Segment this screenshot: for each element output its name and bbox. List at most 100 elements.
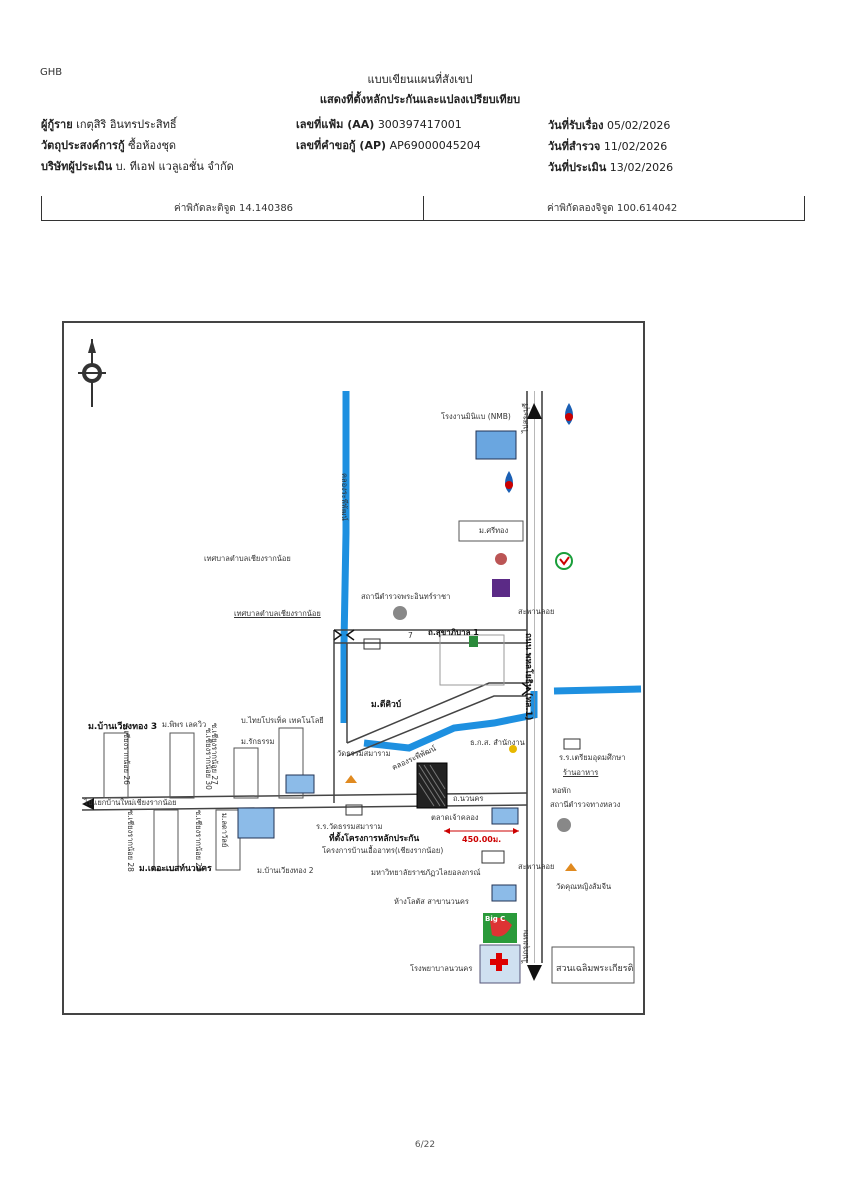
bridge-label-2: สะพานลอย bbox=[518, 862, 555, 871]
page-number: 6/22 bbox=[414, 1140, 436, 1150]
big-c-label: Big C bbox=[485, 915, 506, 923]
krungsri-bank-icon bbox=[495, 553, 507, 565]
soi-block-3 bbox=[233, 747, 259, 799]
bank-icon bbox=[555, 552, 573, 570]
soi-v5-label: ซ.เชียงรากน้อย 30 bbox=[204, 728, 213, 790]
soi-road-label: ถ.นวนคร bbox=[453, 794, 484, 803]
ban-wiang-3-label: ม.บ้านเวียงทอง 3 bbox=[88, 722, 158, 732]
police-highway-label: สถานีตำรวจทางหลวง bbox=[550, 800, 621, 809]
shop-label: ร้านอาหาร bbox=[563, 768, 599, 777]
road-west-top bbox=[81, 792, 528, 799]
soi-v4-label: ซ.เชียงรากน้อย 29 bbox=[194, 810, 203, 872]
collateral-hatch bbox=[418, 764, 446, 807]
factory-icon bbox=[475, 430, 517, 460]
project-label: โครงการบ้านเอื้ออาทร(เชียงรากน้อย) bbox=[322, 846, 444, 855]
distance-label: 450.00ม. bbox=[462, 835, 502, 844]
south-arrow-head bbox=[527, 965, 542, 981]
hospital-cross-h bbox=[490, 959, 508, 965]
soi-block-1 bbox=[103, 732, 129, 799]
received-date: 05/02/2026 bbox=[606, 119, 671, 132]
appraise-date: 13/02/2026 bbox=[609, 161, 674, 174]
canal-label: คลองระพีพัฒน์ bbox=[340, 473, 349, 521]
location-map: โรงงานมินิแบ (NMB) ไปสระบุรี ไปกรุงเทพ ค… bbox=[62, 321, 645, 1015]
map-drawing bbox=[78, 339, 642, 984]
road-west-bottom bbox=[81, 804, 528, 811]
tesco-label: ห้างโลตัส สาขานวนคร bbox=[394, 897, 469, 906]
market-icon bbox=[491, 807, 519, 825]
soi-block-5 bbox=[215, 809, 241, 871]
purpose-label: วัตถุประสงค์การกู้ bbox=[41, 139, 125, 152]
area-block bbox=[439, 634, 505, 686]
file-label: เลขที่แฟ้ม (AA) bbox=[296, 118, 375, 131]
tesco-building-icon bbox=[491, 884, 517, 902]
distance-arrow-right bbox=[513, 828, 519, 834]
university-label: มหาวิทยาลัยราชภัฏวไลยอลงกรณ์ bbox=[371, 868, 481, 877]
soi-sukhapiban-label: ถ.สุขาภิบาล 1 bbox=[428, 628, 479, 637]
market-label: ตลาดเจ้าคลอง bbox=[431, 813, 479, 822]
temple-icon bbox=[345, 775, 357, 783]
soi-v3-label: ซ.เชียงรากน้อย 28 bbox=[126, 810, 135, 872]
page-title: แบบเขียนแผนที่สังเขป bbox=[367, 73, 473, 86]
purpose-row: วัตถุประสงค์การกู้ ซื้อห้องชุด bbox=[41, 136, 176, 154]
longitude-text: ค่าพิกัดลองจิจูด 100.614042 bbox=[547, 203, 678, 214]
soi-block-4 bbox=[153, 809, 179, 871]
appraise-row: วันที่ประเมิน 13/02/2026 bbox=[548, 158, 673, 176]
wat-klang-label: วัดคุณหญิงส้มจีน bbox=[556, 882, 612, 891]
coordinates-box: ค่าพิกัดละติจูด 14.140386 ค่าพิกัดลองจิจ… bbox=[41, 196, 805, 221]
bridge-icon bbox=[521, 682, 532, 696]
borrower-name: เกตุสิริ อินทรประสิทธิ์ bbox=[76, 118, 177, 131]
thai-precision-label: บ.ไทยโปรเท็ค เทคโนโลยี bbox=[241, 716, 324, 725]
bridge-icon bbox=[333, 629, 343, 641]
wat-school-label: ร.ร.วัดธรรมสมาราม bbox=[316, 822, 383, 831]
scb-bank-icon bbox=[492, 579, 510, 597]
wat-dham-label: วัดธรรมสมาราม bbox=[337, 749, 391, 758]
school-label: ร.ร.เตรียมอุดมศึกษา bbox=[559, 753, 626, 762]
rukdham-label: ม.รักธรรม bbox=[241, 737, 275, 746]
school-icon bbox=[563, 738, 581, 750]
survey-date: 11/02/2026 bbox=[603, 140, 668, 153]
ban-wiang-2-label: ม.บ้านเวียงทอง 2 bbox=[257, 866, 314, 875]
bank-mark bbox=[559, 556, 570, 566]
soi-block-2 bbox=[169, 732, 195, 799]
highway-police-icon bbox=[557, 818, 571, 832]
compass-icon bbox=[78, 339, 106, 407]
application-row: เลขที่คำขอกู้ (AP) AP69000045204 bbox=[296, 136, 481, 154]
the-best-label: ม.เดอะเบสท์นวนคร bbox=[139, 864, 212, 874]
highway-label: ถนน พหลโยธิน (ทล.1) bbox=[523, 633, 533, 721]
file-row: เลขที่แฟ้ม (AA) 300397417001 bbox=[296, 115, 462, 133]
page-subtitle: แสดงที่ตั้งหลักประกันและแปลงเปรียบเทียบ bbox=[319, 93, 521, 106]
purpose-value: ซื้อห้องชุด bbox=[128, 139, 177, 152]
to-bangkok-label: ไปกรุงเทพ bbox=[521, 929, 530, 963]
condo-building-icon bbox=[237, 807, 275, 839]
deekwip-label: ม.ดีคิวบ์ bbox=[371, 700, 402, 710]
file-number: 300397417001 bbox=[377, 118, 462, 131]
to-saraburi-label: ไปสระบุรี bbox=[521, 403, 530, 433]
gas-station-icon bbox=[505, 471, 513, 493]
coordinates-divider bbox=[423, 196, 424, 220]
police-label: สถานีตำรวจพระอินทร์ราชา bbox=[361, 592, 451, 601]
municipality-label-2: เทศบาลตำบลเชียงรากน้อย bbox=[234, 609, 321, 618]
north-arrow-head bbox=[527, 403, 542, 419]
university-icon bbox=[481, 850, 505, 864]
road-diagonal-bottom bbox=[346, 695, 527, 757]
received-label: วันที่รับเรื่อง bbox=[548, 119, 604, 132]
seven-eleven-icon bbox=[469, 636, 478, 647]
factory-label: โรงงานมินิแบ (NMB) bbox=[441, 412, 511, 421]
application-label: เลขที่คำขอกู้ (AP) bbox=[296, 139, 387, 152]
school-icon bbox=[345, 804, 363, 816]
ladawan-label: ม.ลดาวัลย์ bbox=[220, 813, 229, 848]
municipality-label-1: เทศบาลตำบลเชียงรากน้อย bbox=[204, 554, 291, 563]
soi-v1-label: ซ.เชียงรากน้อย 26 bbox=[122, 723, 131, 785]
police-station-icon bbox=[393, 606, 407, 620]
received-row: วันที่รับเรื่อง 05/02/2026 bbox=[548, 116, 670, 134]
appraiser-label: บริษัทผู้ประเมิน bbox=[41, 160, 113, 173]
temple-icon bbox=[565, 863, 577, 871]
borrower-label: ผู้กู้ราย bbox=[41, 118, 73, 131]
borrower-row: ผู้กู้ราย เกตุสิริ อินทรประสิทธิ์ bbox=[41, 115, 177, 133]
canal-east bbox=[553, 685, 642, 695]
appraiser-row: บริษัทผู้ประเมิน บ. ทีเอฟ แวลูเอชั่น จำก… bbox=[41, 157, 234, 175]
housing-label: หอพัก bbox=[552, 786, 571, 795]
survey-row: วันที่สำรวจ 11/02/2026 bbox=[548, 137, 667, 155]
bridge-icon bbox=[345, 629, 355, 641]
park-label: สวนเฉลิมพระเกียรติ bbox=[556, 964, 634, 974]
